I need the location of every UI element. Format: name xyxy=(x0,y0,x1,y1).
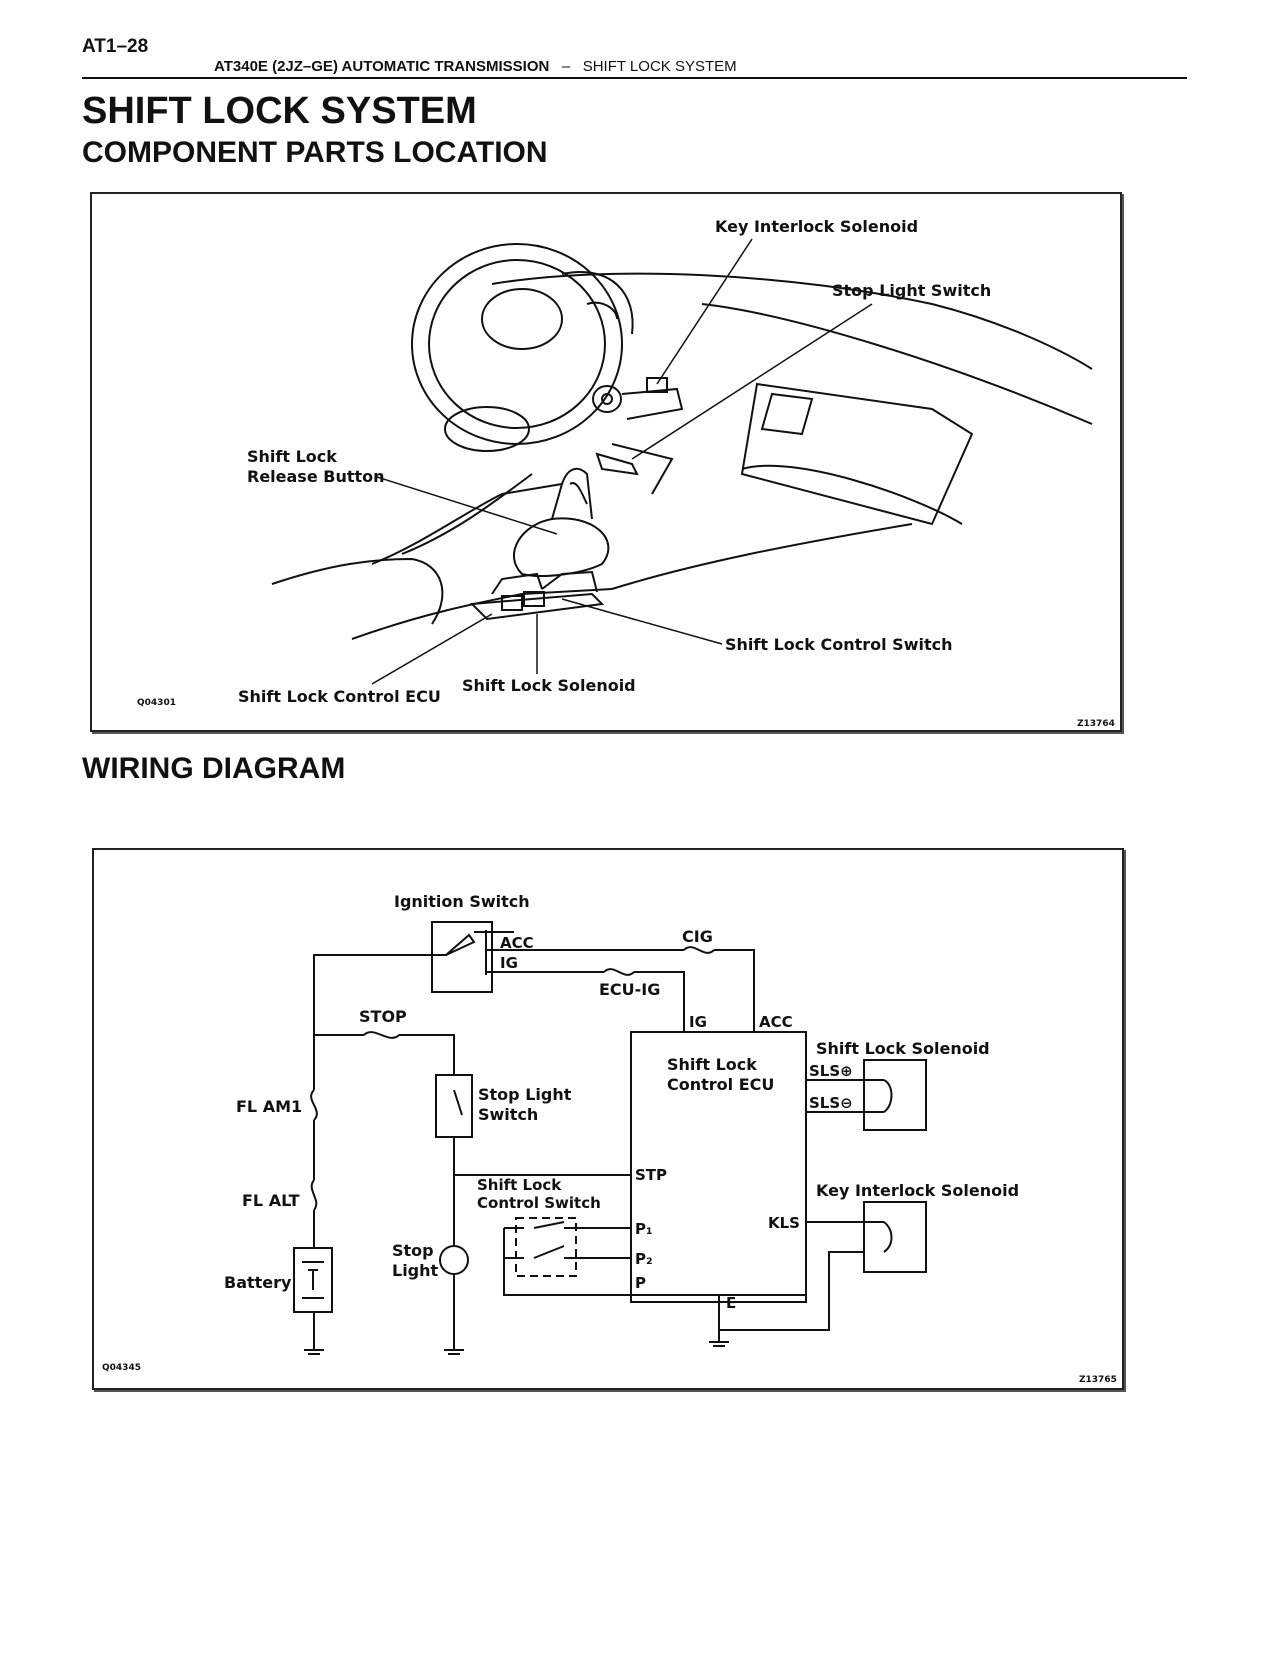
label-p: P xyxy=(635,1274,646,1292)
label-stop-light-switch-line2: Switch xyxy=(478,1105,538,1124)
label-ig: IG xyxy=(500,954,518,972)
section-title-wiring-diagram: WIRING DIAGRAM xyxy=(82,752,346,785)
running-header-topic: SHIFT LOCK SYSTEM xyxy=(582,58,737,75)
label-release-button-line1: Shift Lock xyxy=(247,447,337,466)
wires xyxy=(293,921,927,1355)
header-rule xyxy=(82,77,1187,79)
figure-code-left: Q04345 xyxy=(102,1363,141,1373)
label-stp: STP xyxy=(635,1166,667,1184)
label-fl-alt: FL ALT xyxy=(242,1191,300,1210)
stop-light-switch-box xyxy=(435,1074,473,1138)
label-stop-fuse: STOP xyxy=(359,1007,407,1026)
label-fl-am1: FL AM1 xyxy=(236,1097,302,1116)
wiring-diagram-figure: Ignition Switch ACC IG CIG ECU-IG STOP I… xyxy=(92,848,1124,1390)
label-shift-lock-control-switch: Shift Lock Control Switch xyxy=(725,635,952,654)
label-shift-lock-solenoid: Shift Lock Solenoid xyxy=(816,1039,990,1058)
stop-light-bulb-symbol xyxy=(439,1245,469,1275)
leader-lines xyxy=(371,238,873,685)
section-title-component-location: COMPONENT PARTS LOCATION xyxy=(82,136,548,169)
label-shift-lock-control-ecu: Shift Lock Control ECU xyxy=(238,687,441,706)
label-slcs-line2: Control Switch xyxy=(477,1194,601,1212)
leader-control-switch xyxy=(561,598,723,645)
label-cig-fuse: CIG xyxy=(682,927,713,946)
page-number: AT1–28 xyxy=(82,36,149,57)
leader-release-button xyxy=(376,476,558,535)
label-stop-light-line2: Light xyxy=(392,1261,439,1280)
figure-code-left: Q04301 xyxy=(137,698,176,708)
label-slcs-line1: Shift Lock xyxy=(477,1176,562,1194)
component-location-figure: Key Interlock Solenoid Stop Light Switch… xyxy=(90,192,1122,732)
leader-stop-light-switch xyxy=(631,303,873,460)
figure-code-right: Z13765 xyxy=(1079,1375,1117,1385)
label-p1: P₁ xyxy=(635,1220,653,1238)
label-ecu-pin-ig: IG xyxy=(689,1013,707,1031)
running-header-separator: – xyxy=(561,58,571,75)
leader-key-interlock xyxy=(656,238,753,385)
label-kls: KLS xyxy=(768,1214,800,1232)
label-stop-light-line1: Stop xyxy=(392,1241,434,1260)
label-sls-plus: SLS⊕ xyxy=(809,1062,853,1080)
dashboard-drawing xyxy=(271,243,1093,640)
label-stop-light-switch: Stop Light Switch xyxy=(832,281,991,300)
label-e: E xyxy=(726,1294,736,1312)
key-interlock-solenoid-box xyxy=(863,1201,927,1273)
leader-control-ecu xyxy=(371,613,493,685)
wiring-diagram: Ignition Switch ACC IG CIG ECU-IG STOP I… xyxy=(102,892,1117,1385)
shift-lock-control-switch-box xyxy=(515,1217,577,1277)
label-ecu-pin-acc-text: ACC xyxy=(759,1013,793,1031)
component-location-illustration: Key Interlock Solenoid Stop Light Switch… xyxy=(137,217,1115,729)
label-key-interlock-solenoid: Key Interlock Solenoid xyxy=(715,217,918,236)
label-ignition-switch: Ignition Switch xyxy=(394,892,530,911)
label-ecu-line2: Control ECU xyxy=(667,1075,774,1094)
label-battery: Battery xyxy=(224,1273,292,1292)
page-title: SHIFT LOCK SYSTEM xyxy=(82,90,477,132)
label-stop-light-switch-line1: Stop Light xyxy=(478,1085,572,1104)
label-ecu-line1: Shift Lock xyxy=(667,1055,757,1074)
label-p2: P₂ xyxy=(635,1250,653,1268)
running-header: AT340E (2JZ–GE) AUTOMATIC TRANSMISSION –… xyxy=(214,58,737,75)
label-sls-minus: SLS⊖ xyxy=(809,1094,853,1112)
ignition-switch-box xyxy=(431,921,493,993)
figure-code-right: Z13764 xyxy=(1077,719,1115,729)
label-shift-lock-solenoid: Shift Lock Solenoid xyxy=(462,676,636,695)
label-ecu-ig-fuse: ECU-IG xyxy=(599,980,660,999)
label-acc: ACC xyxy=(500,934,534,952)
label-key-interlock-solenoid: Key Interlock Solenoid xyxy=(816,1181,1019,1200)
shift-lock-solenoid-box xyxy=(863,1059,927,1131)
running-header-section: AT340E (2JZ–GE) AUTOMATIC TRANSMISSION xyxy=(214,58,550,75)
label-release-button-line2: Release Button xyxy=(247,467,385,486)
